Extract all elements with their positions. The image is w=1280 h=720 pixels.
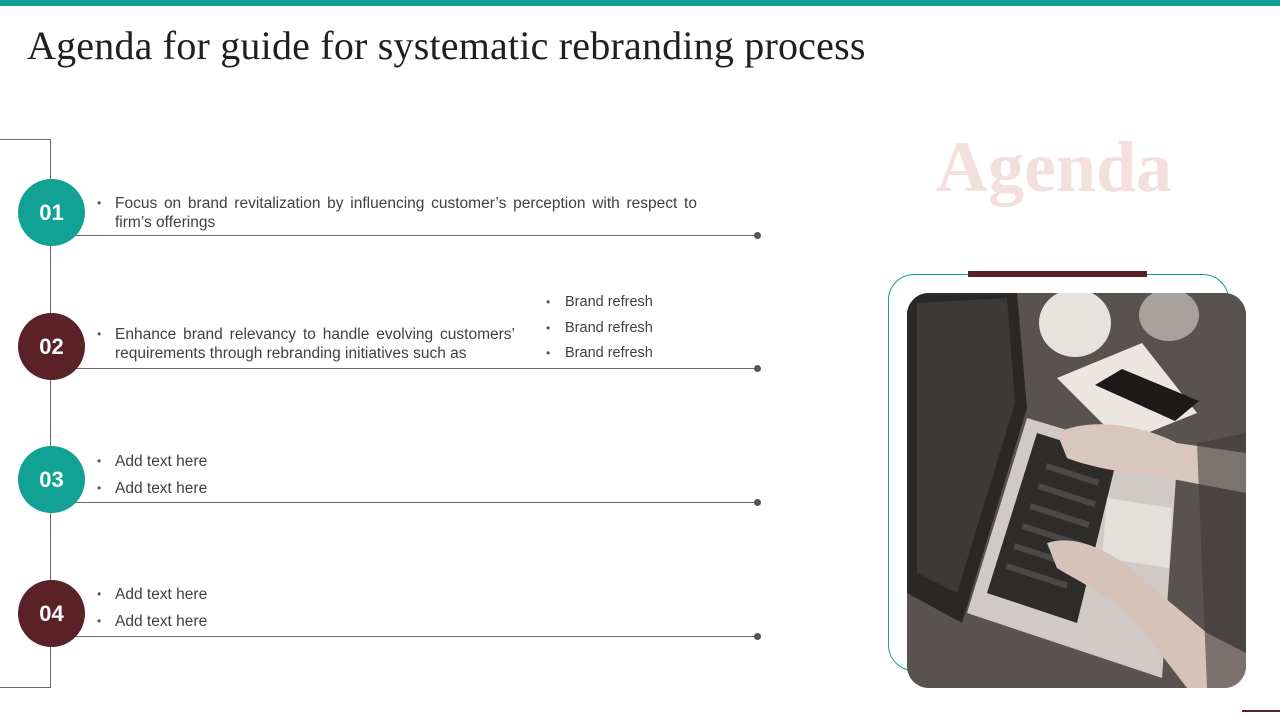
sub-bullet: Brand refresh [546,294,653,311]
agenda-item-02-sub-bullets: Brand refresh Brand refresh Brand refres… [546,294,653,371]
agenda-item-02-bullets: Enhance brand relevancy to handle evolvi… [97,325,515,363]
agenda-item-03-bullets: Add text here Add text here [97,452,207,506]
timeline-bracket [0,139,51,688]
agenda-watermark: Agenda [936,127,1173,207]
slide-title: Agenda for guide for systematic rebrandi… [27,23,866,68]
agenda-bullet: Enhance brand relevancy to handle evolvi… [97,325,515,363]
laptop-photo [907,293,1246,688]
agenda-number-badge: 02 [18,313,85,380]
agenda-item-04-bullets: Add text here Add text here [97,585,207,639]
agenda-item-01-bullets: Focus on brand revitalization by influen… [97,194,697,232]
agenda-bullet: Add text here [97,452,207,471]
agenda-bullet: Add text here [97,479,207,498]
agenda-bullet: Add text here [97,585,207,604]
sub-bullet: Brand refresh [546,320,653,337]
agenda-number-badge: 03 [18,446,85,513]
corner-accent [1242,710,1280,712]
row-divider-01 [35,232,761,239]
agenda-bullet: Focus on brand revitalization by influen… [97,194,697,232]
image-accent-bar [968,271,1147,277]
agenda-number-badge: 01 [18,179,85,246]
agenda-bullet: Add text here [97,612,207,631]
agenda-number-badge: 04 [18,580,85,647]
top-accent-bar [0,0,1280,6]
sub-bullet: Brand refresh [546,345,653,362]
